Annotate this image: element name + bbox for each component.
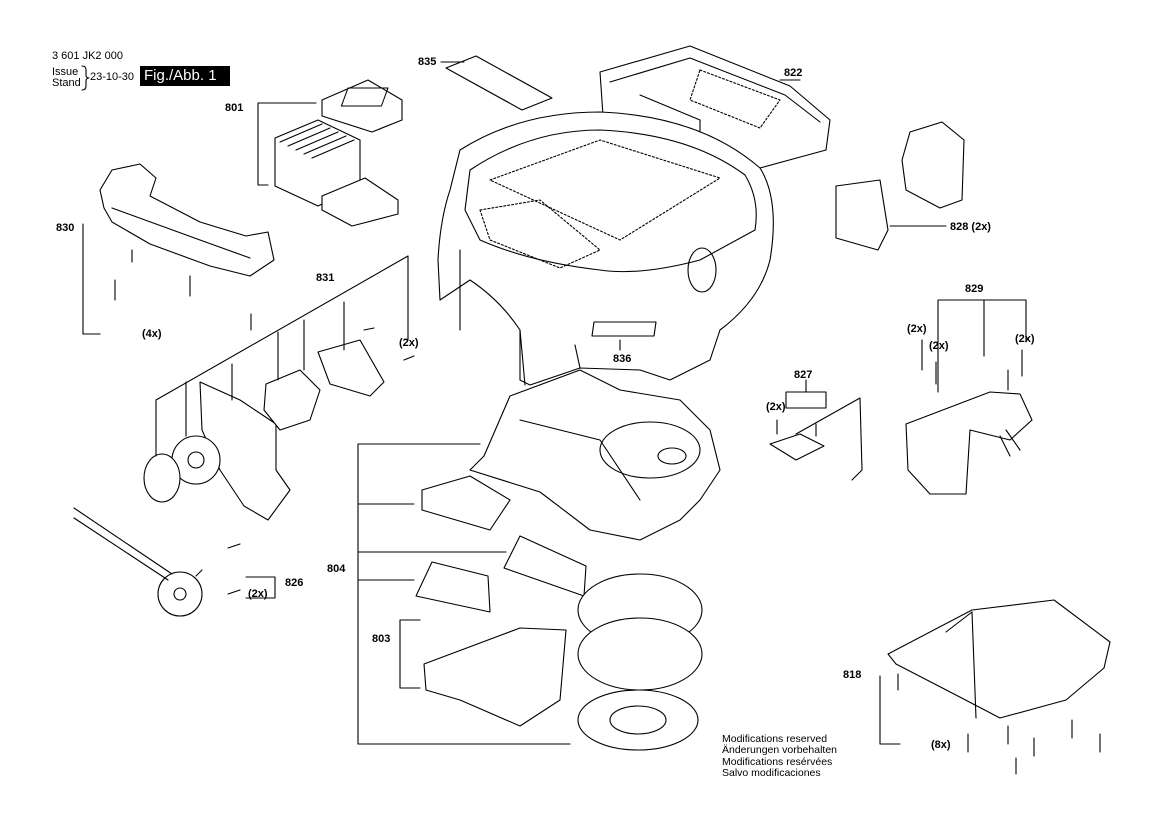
part-label-827: 827 xyxy=(794,369,813,381)
note-line-en: Modifications reserved xyxy=(722,733,828,745)
qty-label-2x-827: (2x) xyxy=(766,401,786,413)
handle-830 xyxy=(82,163,275,335)
stand-label: Stand xyxy=(52,77,81,89)
top-housing xyxy=(437,111,774,386)
switch-assembly-831 xyxy=(143,255,415,521)
note-line-es: Salvo modificaciones xyxy=(722,766,821,779)
document-number: 3 601 JK2 000 xyxy=(52,50,123,62)
qty-label-2x-831: (2x) xyxy=(399,337,419,349)
base-housing xyxy=(469,369,721,541)
issue-date: 23-10-30 xyxy=(90,71,135,83)
chassis-818 xyxy=(879,599,1111,775)
part-label-822: 822 xyxy=(784,67,803,79)
part-label-826: 826 xyxy=(285,577,304,589)
sensor-826 xyxy=(73,507,276,617)
motor-803 xyxy=(399,573,703,751)
part-label-835: 835 xyxy=(418,56,437,68)
label-film-835 xyxy=(440,55,553,111)
electronics-801 xyxy=(257,79,403,227)
issue-label: Issue xyxy=(52,66,79,78)
part-label-829: 829 xyxy=(965,283,984,295)
part-label-830: 830 xyxy=(56,222,75,234)
part-label-831: 831 xyxy=(316,272,335,284)
qty-label-2x-left: (2x) xyxy=(907,323,927,335)
part-label-804: 804 xyxy=(327,563,346,575)
part-label-818: 818 xyxy=(843,669,862,681)
clips-828 xyxy=(835,121,965,251)
foam-pads-804 xyxy=(357,443,587,745)
part-label-801: 801 xyxy=(225,102,244,114)
bracket-829 xyxy=(905,299,1033,495)
part-label-836: 836 xyxy=(613,353,632,365)
qty-label-2x-826: (2x) xyxy=(248,588,268,600)
pcb-827 xyxy=(769,379,863,481)
qty-label-2x-right: (2x) xyxy=(1015,333,1035,345)
note-line-fr: Modifications resérvées xyxy=(722,755,833,768)
part-label-803: 803 xyxy=(372,633,391,645)
qty-label-8x: (8x) xyxy=(931,739,951,751)
note-line-de: Änderungen vorbehalten xyxy=(722,744,838,757)
label-836 xyxy=(591,321,657,351)
modifications-note: Modifications reserved Änderungen vorbeh… xyxy=(722,733,838,779)
part-label-828: 828 (2x) xyxy=(950,221,991,233)
qty-label-4x: (4x) xyxy=(142,328,162,340)
qty-label-2x-middle: (2x) xyxy=(929,340,949,352)
figure-label: Fig./Abb. 1 xyxy=(140,66,230,86)
